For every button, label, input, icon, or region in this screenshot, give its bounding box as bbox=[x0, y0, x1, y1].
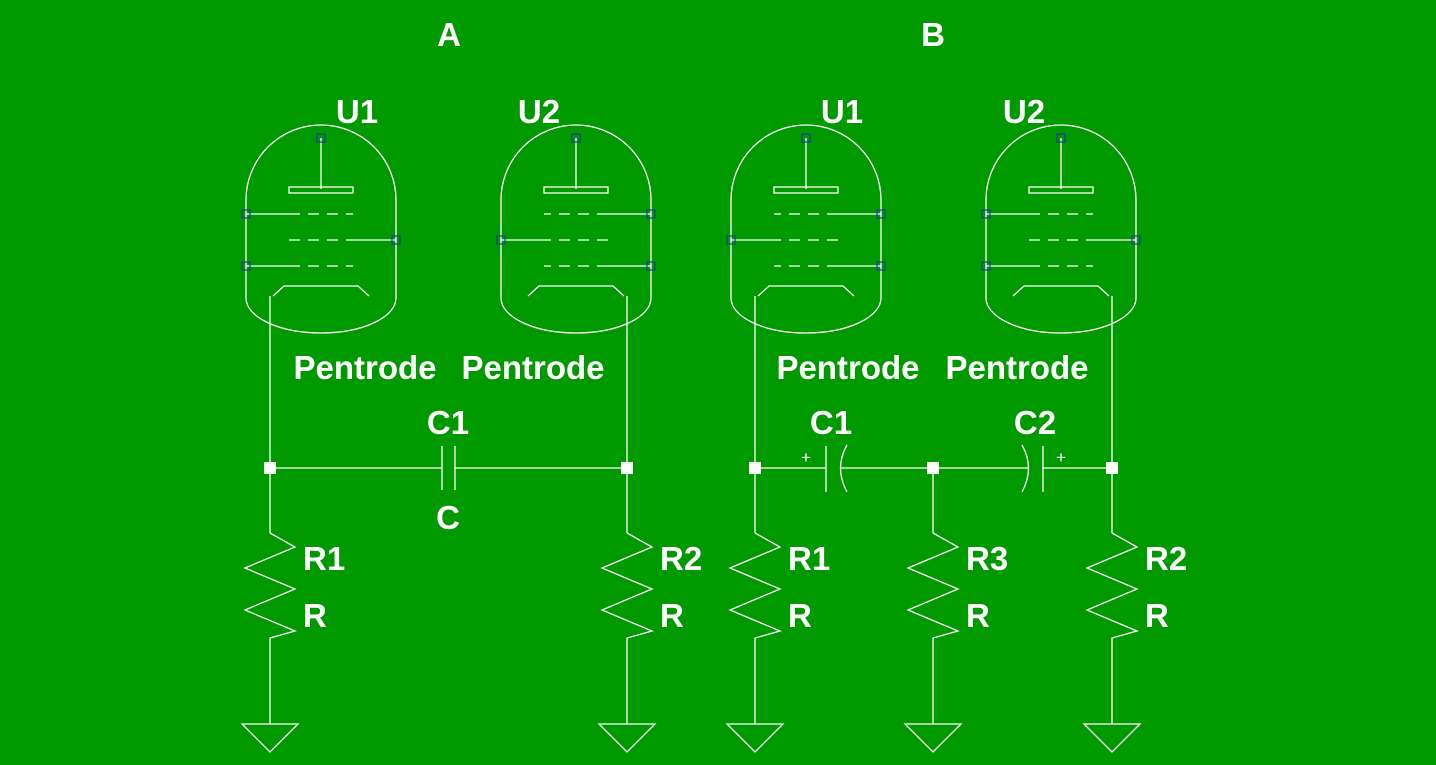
circuit-a: A U1 Pentrode U2 Pentrode C1 C R1 bbox=[241, 16, 702, 753]
resistor-r2: R2 R bbox=[601, 532, 702, 723]
tube-value-label: Pentrode bbox=[293, 349, 436, 386]
capacitor-ref-label: C1 bbox=[427, 404, 469, 441]
polarity-plus: + bbox=[1056, 448, 1066, 467]
wires bbox=[749, 296, 1118, 533]
resistor-value-label: R bbox=[1145, 597, 1169, 634]
resistor-ref-label: R1 bbox=[788, 540, 830, 577]
tube-u1: U1 Pentrode bbox=[727, 93, 920, 386]
capacitor-c1: C1 C bbox=[427, 404, 469, 536]
resistor-r3: R3 R bbox=[907, 532, 1008, 723]
circuit-b: B U1 Pentrode U2 Pentrode + C1 bbox=[726, 16, 1187, 753]
circuit-a-title: A bbox=[437, 16, 461, 53]
ground-icon bbox=[598, 721, 656, 753]
tube-ref-label: U2 bbox=[1003, 93, 1045, 130]
capacitor-value-label: C bbox=[436, 499, 460, 536]
capacitor-c2: + C2 bbox=[1014, 404, 1066, 493]
resistor-r1: R1 R bbox=[729, 532, 830, 723]
ground-icon bbox=[1083, 721, 1141, 753]
resistor-ref-label: R1 bbox=[303, 540, 345, 577]
wires bbox=[264, 296, 633, 533]
tube-u1: U1 Pentrode bbox=[241, 93, 437, 386]
tube-ref-label: U1 bbox=[821, 93, 863, 130]
capacitor-ref-label: C1 bbox=[810, 404, 852, 441]
tube-ref-label: U1 bbox=[336, 93, 378, 130]
tube-value-label: Pentrode bbox=[945, 349, 1088, 386]
resistor-r1: R1 R bbox=[244, 532, 345, 723]
junction-dot bbox=[749, 462, 761, 474]
ground-icon bbox=[726, 721, 784, 753]
resistor-r2: R2 R bbox=[1086, 532, 1187, 723]
tube-value-label: Pentrode bbox=[776, 349, 919, 386]
tube-ref-label: U2 bbox=[518, 93, 560, 130]
resistor-value-label: R bbox=[966, 597, 990, 634]
resistor-value-label: R bbox=[660, 597, 684, 634]
tube-value-label: Pentrode bbox=[461, 349, 604, 386]
resistor-ref-label: R3 bbox=[966, 540, 1008, 577]
junction-dot bbox=[264, 462, 276, 474]
ground-icon bbox=[904, 721, 962, 753]
junction-dot bbox=[621, 462, 633, 474]
capacitor-c1: + C1 bbox=[801, 404, 852, 493]
junction-dot bbox=[927, 462, 939, 474]
junction-dot bbox=[1106, 462, 1118, 474]
tube-u2: U2 Pentrode bbox=[461, 93, 655, 386]
tube-u2: U2 Pentrode bbox=[945, 93, 1141, 386]
polarity-plus: + bbox=[801, 448, 811, 467]
ground-icon bbox=[241, 721, 299, 753]
capacitor-ref-label: C2 bbox=[1014, 404, 1056, 441]
resistor-ref-label: R2 bbox=[660, 540, 702, 577]
resistor-ref-label: R2 bbox=[1145, 540, 1187, 577]
circuit-b-title: B bbox=[921, 16, 945, 53]
resistor-value-label: R bbox=[788, 597, 812, 634]
resistor-value-label: R bbox=[303, 597, 327, 634]
